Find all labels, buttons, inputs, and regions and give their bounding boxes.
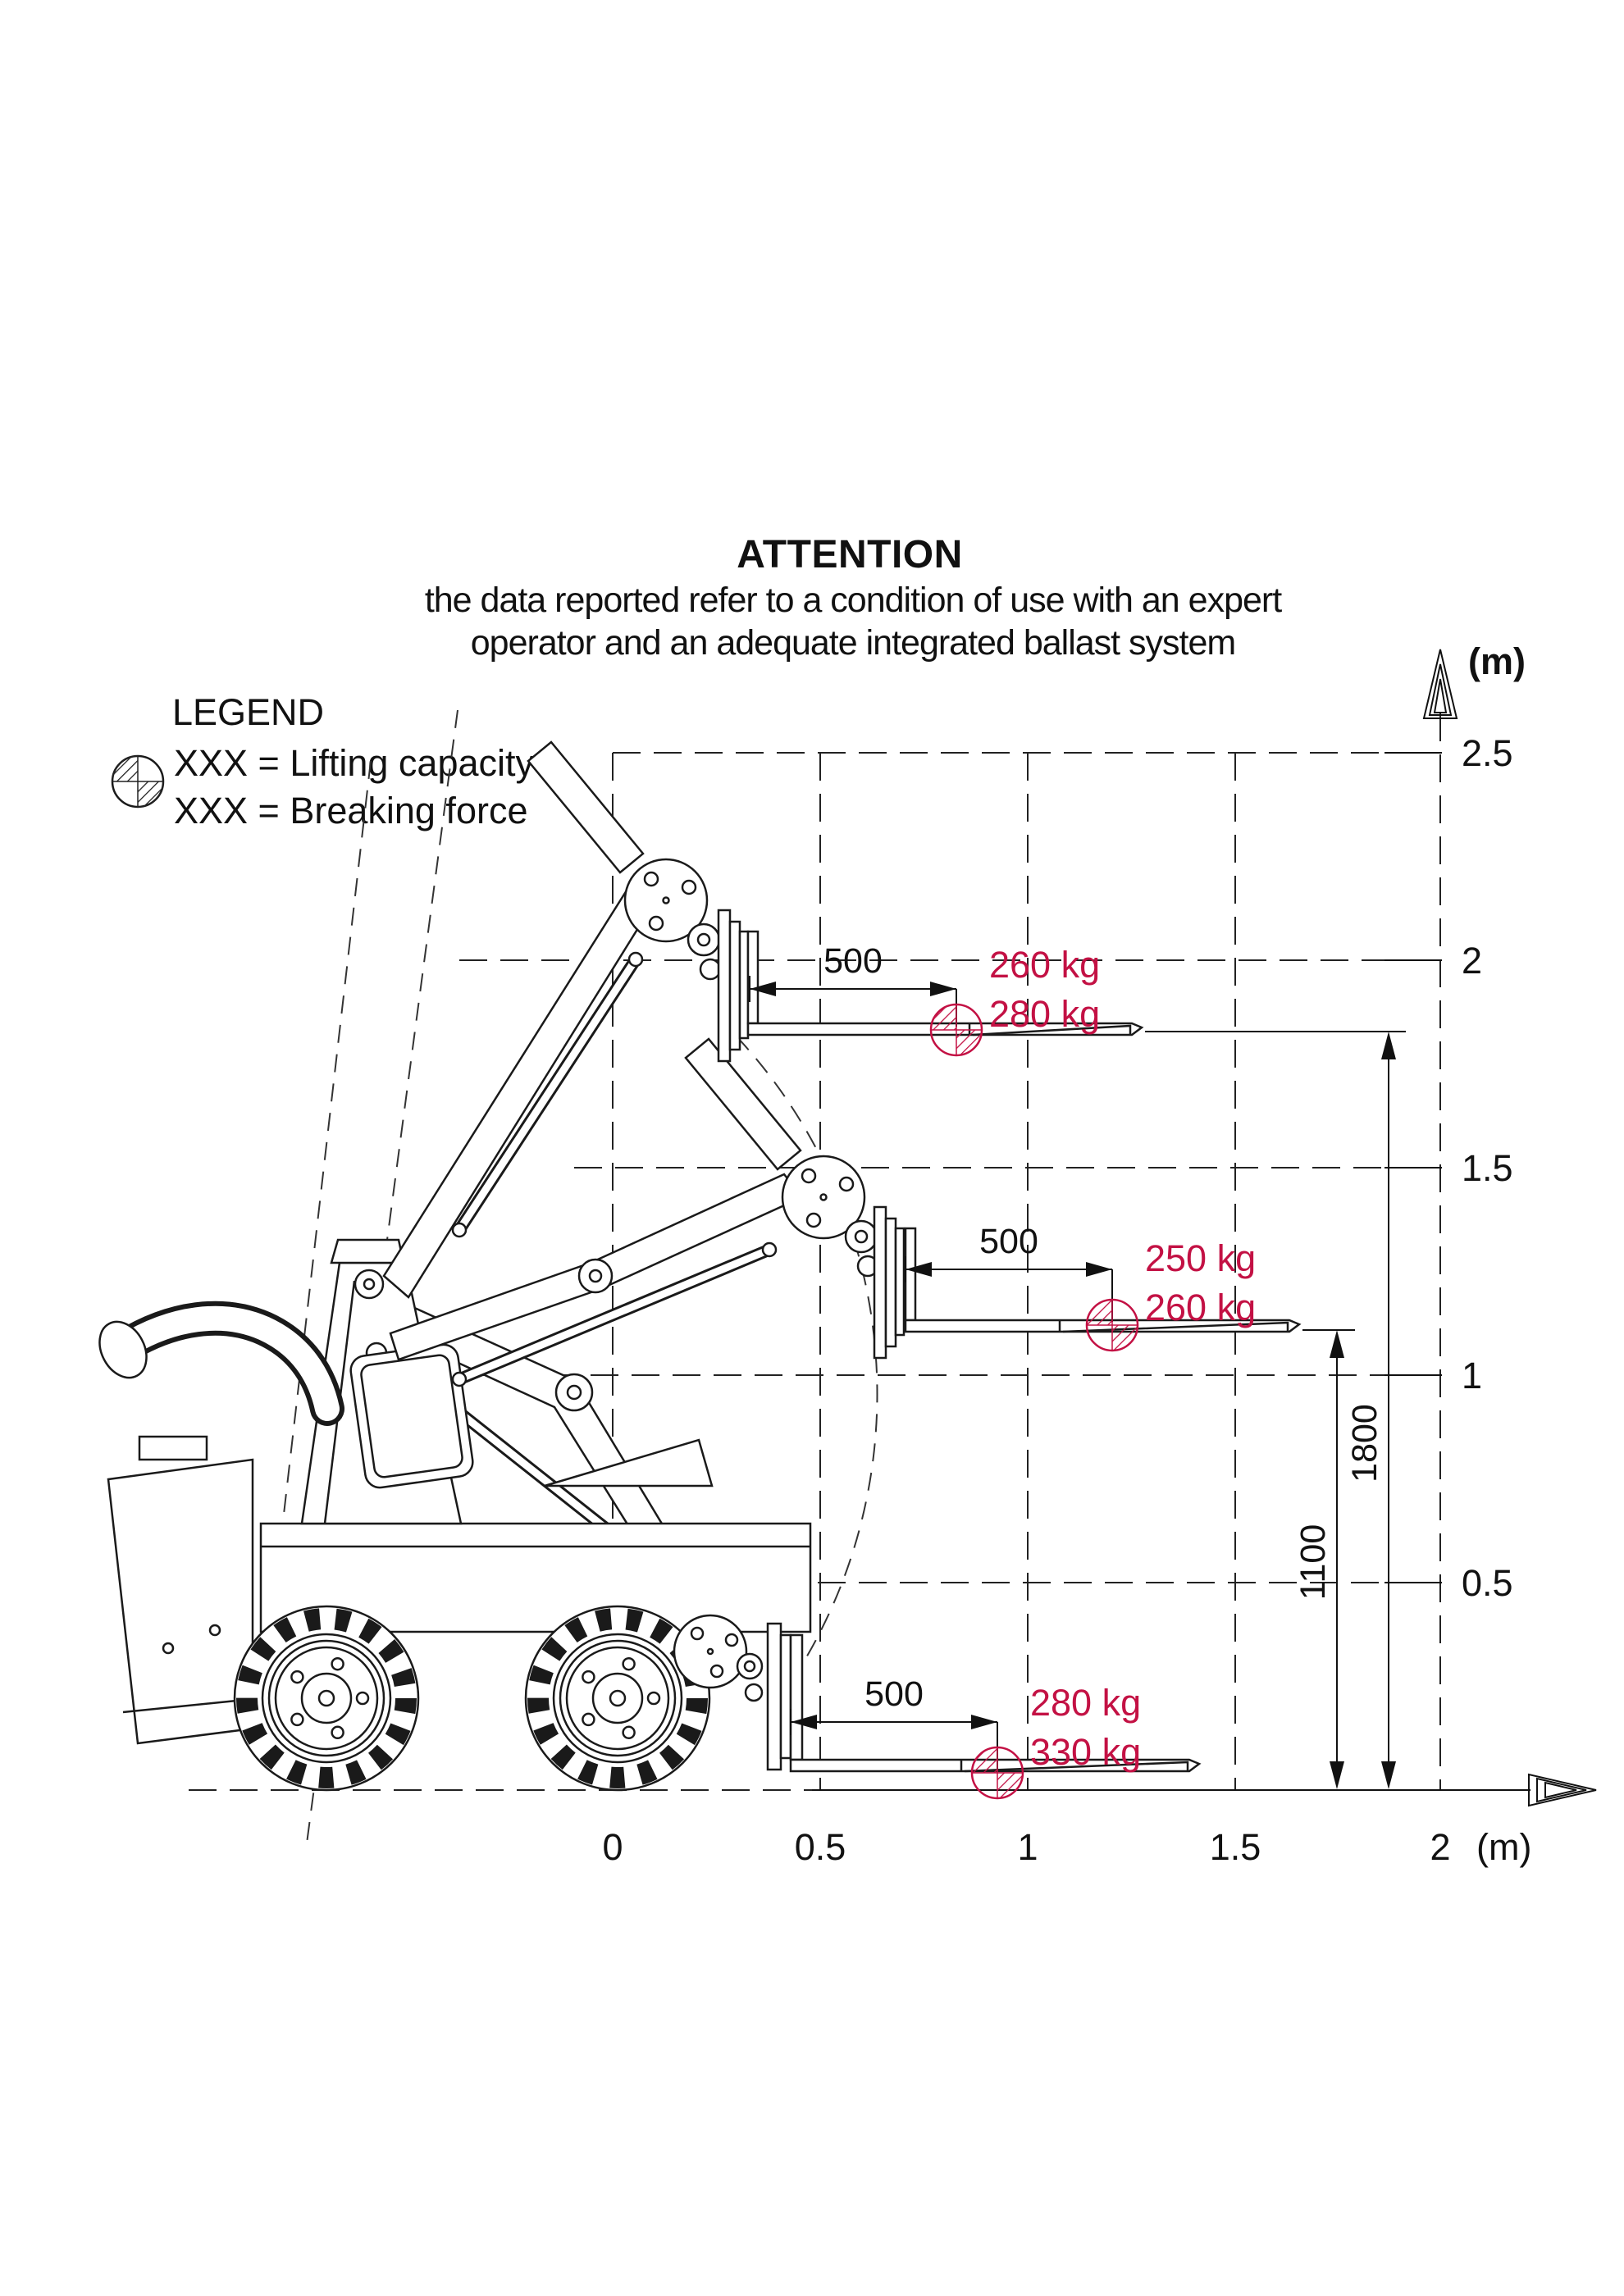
x-axis-unit: (m) <box>1476 1826 1531 1868</box>
dimension-500-high: 500 <box>749 941 957 1027</box>
x-tick-1-5: 1.5 <box>1210 1826 1261 1868</box>
x-axis: 0 0.5 1 1.5 2 (m) <box>189 1773 1597 1868</box>
dim-500-low-label: 500 <box>864 1674 924 1714</box>
dim-500-mid-label: 500 <box>979 1222 1038 1261</box>
load-high-lifting: 260 kg <box>989 944 1100 986</box>
y-axis: (m) 2.5 2 1.5 1 0.5 <box>1385 640 1526 1790</box>
dim-1800-label: 1800 <box>1345 1404 1385 1483</box>
x-tick-1: 1 <box>1017 1826 1038 1868</box>
dimension-500-low: 500 <box>790 1674 998 1770</box>
x-tick-2: 2 <box>1430 1826 1450 1868</box>
grid <box>344 752 1440 1790</box>
fork-assembly-mid <box>389 1037 1302 1387</box>
y-axis-unit: (m) <box>1468 640 1526 682</box>
y-tick-0-5: 0.5 <box>1462 1562 1513 1604</box>
legend-braking: XXX = Breaking force <box>174 790 527 831</box>
load-mid-lifting: 250 kg <box>1145 1237 1256 1279</box>
legend-title: LEGEND <box>172 691 324 733</box>
legend: LEGEND XXX = Lifting capacity XXX = Brea… <box>111 691 534 831</box>
cg-mid <box>1085 1298 1139 1352</box>
dimension-1100: 1100 <box>1293 1329 1355 1789</box>
load-high-braking: 280 kg <box>989 993 1100 1035</box>
cg-high <box>929 1003 983 1057</box>
dimension-1800: 1800 <box>1145 1031 1406 1789</box>
y-tick-1: 1 <box>1462 1355 1482 1396</box>
dim-500-high-label: 500 <box>823 941 883 981</box>
load-mid-braking: 260 kg <box>1145 1287 1256 1328</box>
y-tick-2-5: 2.5 <box>1462 732 1513 774</box>
y-tick-2: 2 <box>1462 940 1482 982</box>
legend-lifting: XXX = Lifting capacity <box>174 742 534 784</box>
attention-block: ATTENTION the data reported refer to a c… <box>425 533 1283 663</box>
dim-1100-label: 1100 <box>1293 1524 1333 1600</box>
load-low-lifting: 280 kg <box>1030 1682 1141 1724</box>
cg-low <box>970 1746 1024 1800</box>
x-tick-0: 0 <box>602 1826 623 1868</box>
x-tick-0-5: 0.5 <box>795 1826 846 1868</box>
attention-line2: operator and an adequate integrated ball… <box>471 623 1236 663</box>
y-tick-1-5: 1.5 <box>1462 1147 1513 1189</box>
attention-line1: the data reported refer to a condition o… <box>425 581 1282 620</box>
dimension-500-mid: 500 <box>905 1222 1113 1322</box>
attention-heading: ATTENTION <box>737 533 963 576</box>
cg-symbol-icon <box>111 754 165 809</box>
load-low-braking: 330 kg <box>1030 1731 1141 1773</box>
